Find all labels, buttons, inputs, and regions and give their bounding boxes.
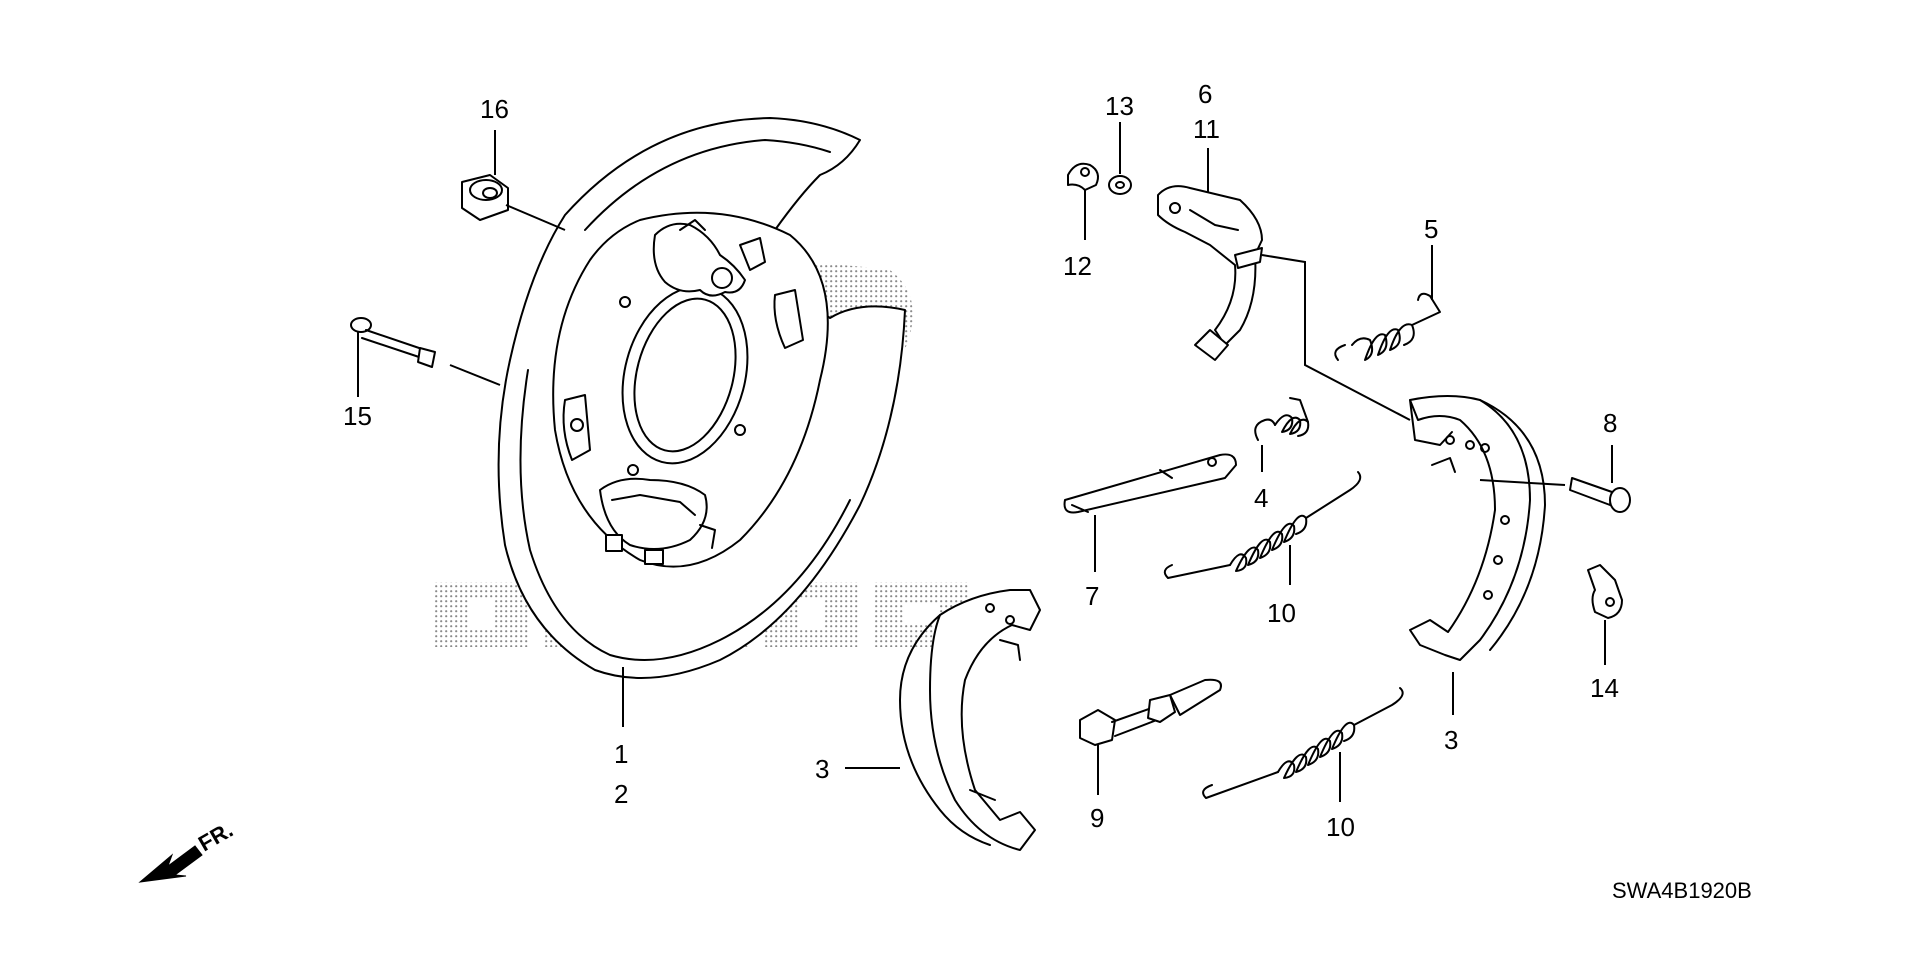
callout-8: 8 <box>1603 408 1617 438</box>
flange-nut[interactable] <box>461 174 509 221</box>
callout-10-upper: 10 <box>1267 598 1296 628</box>
callout-9: 9 <box>1090 803 1104 833</box>
pin-8[interactable] <box>1569 477 1631 513</box>
callouts: 1 2 3 3 4 5 6 7 8 9 10 10 11 12 13 14 15… <box>343 79 1619 842</box>
washer[interactable] <box>1108 175 1132 195</box>
callout-11: 11 <box>1193 114 1220 144</box>
callout-3-right: 3 <box>1444 725 1458 755</box>
callout-3-left: 3 <box>815 754 829 784</box>
strut[interactable] <box>1063 453 1237 514</box>
direction-label: FR. <box>194 817 237 856</box>
callout-10-lower: 10 <box>1326 812 1355 842</box>
adjuster[interactable] <box>1079 678 1222 746</box>
backing-plate[interactable] <box>497 117 906 679</box>
spring-5[interactable] <box>1334 292 1441 361</box>
callout-1: 1 <box>614 739 628 769</box>
retainer-clip[interactable] <box>1587 564 1623 619</box>
leader-lines <box>357 122 1613 802</box>
front-direction-arrow: FR. <box>138 817 237 883</box>
spring-4[interactable] <box>1254 397 1310 441</box>
clip-12[interactable] <box>1067 162 1099 191</box>
callout-12: 12 <box>1063 251 1092 281</box>
bolt-15[interactable] <box>350 317 436 368</box>
callout-2: 2 <box>614 779 628 809</box>
brake-shoe-left[interactable] <box>899 589 1041 851</box>
parking-brake-lever[interactable] <box>1157 185 1263 361</box>
callout-13: 13 <box>1105 91 1134 121</box>
callout-5: 5 <box>1424 214 1438 244</box>
diagram-code: SWA4B1920B <box>1612 878 1752 903</box>
callout-6: 6 <box>1198 79 1212 109</box>
callout-15: 15 <box>343 401 372 431</box>
callout-4: 4 <box>1254 483 1268 513</box>
callout-7: 7 <box>1085 581 1099 611</box>
callout-16: 16 <box>480 94 509 124</box>
spring-10-upper[interactable] <box>1163 471 1362 579</box>
spring-10-lower[interactable] <box>1202 687 1404 799</box>
callout-14: 14 <box>1590 673 1619 703</box>
brake-shoe-right[interactable] <box>1409 395 1546 661</box>
